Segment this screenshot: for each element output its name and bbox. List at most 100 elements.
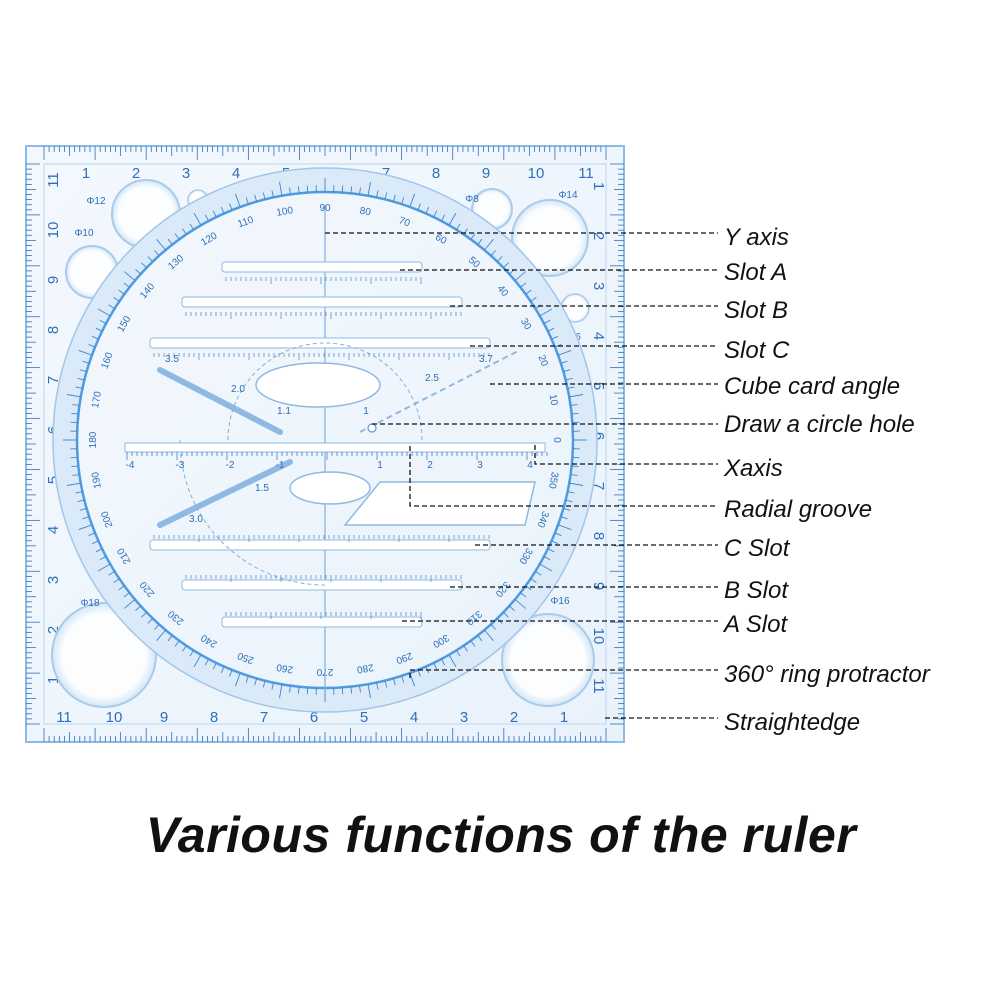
ring-tick — [212, 210, 217, 218]
x-axis-number: 2 — [427, 460, 433, 471]
top-scale-number: 11 — [578, 165, 594, 182]
ring-tick — [367, 181, 371, 196]
leader-x-axis — [534, 445, 718, 465]
ring-degree-number: 290 — [394, 650, 414, 666]
ring-protractor-outer-edge — [52, 167, 598, 713]
ring-degree-number: 100 — [276, 205, 295, 219]
ring-tick — [543, 556, 551, 561]
ring-tick — [72, 404, 80, 406]
slot-ticks — [153, 277, 490, 619]
ring-tick — [557, 349, 572, 356]
ring-tick — [571, 412, 579, 415]
ring-tick — [289, 685, 291, 693]
ring-tick — [456, 223, 461, 230]
ring-tick — [113, 297, 120, 302]
x-axis-number: 4 — [527, 460, 533, 471]
inner-border — [43, 163, 607, 725]
ring-tick — [95, 327, 103, 332]
x-axis-slot — [124, 442, 546, 453]
ring-tick — [535, 571, 542, 576]
label-c-slot: C Slot — [724, 535, 791, 562]
ring-degree-number: 20 — [535, 354, 549, 369]
ring-tick — [470, 233, 476, 240]
ring-tick — [95, 548, 103, 553]
left-scale-number: 5 — [45, 476, 62, 484]
bottom-scale-number: 5 — [360, 709, 368, 726]
ring-tick — [470, 640, 476, 647]
ring-tick — [167, 635, 173, 642]
ring-tick — [554, 532, 562, 536]
ring-tick — [124, 271, 136, 281]
radial-number: 3.7 — [479, 354, 493, 365]
ring-tick — [234, 193, 241, 208]
left-scale-number: 2 — [45, 626, 62, 634]
top-scale-number: 1 — [82, 165, 90, 182]
ring-tick — [297, 186, 300, 194]
ring-tick — [496, 256, 503, 262]
right-scale-number: 10 — [590, 628, 607, 645]
ring-tick — [530, 578, 537, 583]
top-scale-number: 9 — [482, 165, 490, 182]
ring-tick — [174, 233, 180, 240]
ring-tick — [477, 635, 483, 642]
ring-tick — [376, 190, 379, 198]
ring-tick — [570, 404, 578, 406]
leader-lines — [325, 232, 718, 719]
right-scale-number: 7 — [590, 482, 607, 490]
ring-tick — [539, 563, 553, 572]
ring-tick — [99, 319, 107, 324]
slot-a-top — [221, 261, 423, 273]
ring-tick — [78, 349, 93, 356]
ring-tick — [392, 678, 396, 686]
ring-tick — [514, 599, 526, 609]
ring-tick — [571, 465, 579, 468]
ring-tick — [220, 666, 225, 674]
radial-groove-lower-left — [157, 459, 293, 528]
ring-tick — [72, 474, 80, 476]
ring-tick — [234, 672, 241, 687]
left-scale-number: 10 — [45, 222, 62, 239]
ring-tick — [123, 282, 130, 288]
x-axis-number: -1 — [276, 460, 285, 471]
ring-tick — [229, 203, 233, 211]
cube-card-window — [343, 481, 536, 526]
ring-tick — [271, 190, 274, 198]
ring-tick — [543, 319, 551, 324]
ring-tick — [557, 524, 572, 531]
ring-tick — [530, 297, 537, 302]
ring-tick — [118, 289, 125, 295]
ring-tick — [551, 335, 559, 340]
ring-tick — [91, 335, 99, 340]
ring-tick — [490, 623, 496, 630]
ring-tick — [367, 684, 371, 699]
ring-tick — [262, 680, 266, 688]
right-scale-number: 4 — [590, 332, 607, 340]
ring-degree-number: 200 — [99, 509, 115, 529]
ring-tick — [520, 282, 527, 288]
ring-tick — [212, 662, 217, 670]
right-scale-number: 2 — [590, 232, 607, 240]
ring-tick — [118, 585, 125, 591]
ring-tick — [490, 250, 496, 257]
hole-label: Φ16 — [550, 596, 570, 607]
ring-tick — [565, 499, 573, 503]
ring-tick — [567, 386, 575, 389]
ring-tick — [135, 605, 142, 611]
ring-tick — [75, 491, 83, 494]
label-radial-groove: Radial groove — [724, 496, 872, 523]
x-axis-number: -4 — [126, 460, 135, 471]
ring-tick — [124, 599, 136, 609]
ring-tick — [141, 262, 147, 269]
bottom-scale-number: 4 — [410, 709, 418, 726]
ring-tick — [539, 308, 553, 317]
bottom-scale-number: 7 — [260, 709, 268, 726]
ring-tick — [193, 212, 202, 226]
ring-tick — [123, 592, 130, 598]
guide-arc-3 — [179, 439, 326, 586]
ring-tick — [484, 629, 494, 641]
label-b-slot: B Slot — [724, 577, 789, 604]
radial-groove-numbers: 3.52.01.11.53.02.53.71 — [165, 354, 493, 525]
ring-tick — [376, 682, 379, 690]
ring-degree-number: 60 — [433, 232, 449, 247]
